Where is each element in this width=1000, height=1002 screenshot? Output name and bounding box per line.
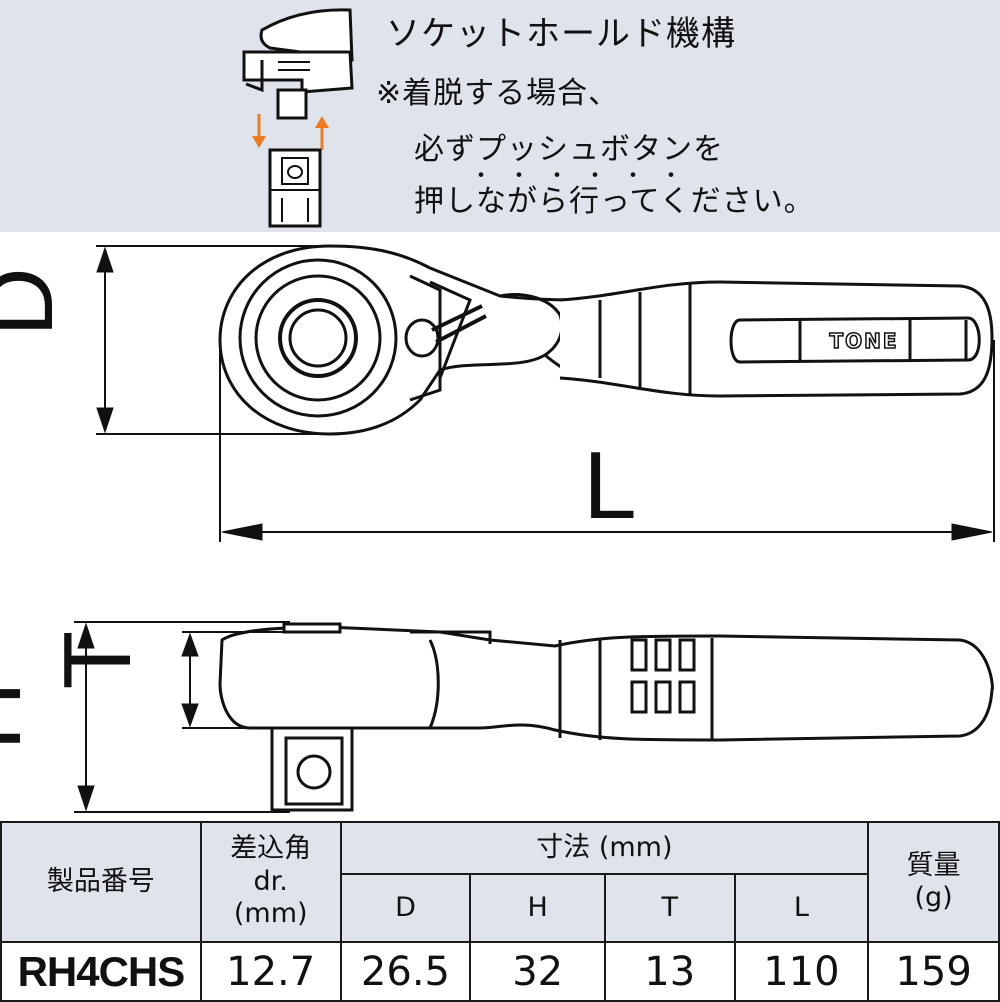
dimension-d-label: D [0, 267, 73, 336]
ratchet-drawing: TONE D L [0, 244, 995, 813]
dimension-t [181, 631, 290, 729]
dimension-l [219, 340, 995, 542]
note-title: ソケットホールド機構 [386, 14, 736, 54]
dimension-d [96, 245, 330, 435]
ratchet-top-view [218, 244, 994, 436]
cell-h: 32 [469, 941, 606, 1002]
dimension-l-label: L [583, 432, 636, 539]
socket-hold-illustration [242, 8, 354, 228]
cell-t: 13 [603, 941, 736, 1002]
header-drive-dr: dr. [253, 865, 288, 897]
header-weight: 質量 (g) [867, 821, 1000, 943]
cell-model: RH4CHS [0, 941, 202, 1002]
note-line-1: ※着脱する場合、 [376, 76, 620, 111]
emphasis-dots: ・・・・・・ [470, 164, 699, 189]
note-line-2: 必ずプッシュボタンを [414, 132, 724, 167]
table-row: RH4CHS 12.7 26.5 32 13 110 159 [0, 941, 1000, 1002]
socket-icon [268, 148, 322, 228]
dimension-h [74, 621, 290, 813]
spec-table: 製品番号 差込角 dr. (mm) 寸法 (mm) 質量 (g) D H T L… [0, 821, 1000, 1002]
header-t: T [603, 873, 736, 943]
header-l: L [733, 873, 870, 943]
socket-hold-note-panel [0, 0, 1000, 232]
ratchet-side-view [218, 622, 994, 812]
header-weight-unit: (g) [914, 882, 953, 913]
header-drive-label: 差込角 [230, 833, 312, 865]
header-drive: 差込角 dr. (mm) [199, 821, 342, 943]
cell-l: 110 [733, 941, 870, 1002]
cell-drive: 12.7 [199, 941, 342, 1002]
cell-weight: 159 [867, 941, 1000, 1002]
dimension-t-label: T [44, 631, 151, 690]
header-drive-unit: (mm) [233, 898, 308, 930]
note-line-3: 押しながら行ってください。 [414, 184, 815, 219]
header-h: H [469, 873, 606, 943]
detach-arrow-icon [252, 114, 266, 148]
header-dimensions: 寸法 (mm) [339, 821, 870, 875]
header-model: 製品番号 [0, 821, 202, 943]
header-weight-label: 質量 [906, 849, 961, 881]
header-d: D [339, 873, 472, 943]
cell-d: 26.5 [339, 941, 472, 1002]
brand-logo: TONE [829, 329, 898, 353]
attach-arrow-icon [315, 116, 329, 150]
dimension-h-label: H [0, 681, 41, 750]
